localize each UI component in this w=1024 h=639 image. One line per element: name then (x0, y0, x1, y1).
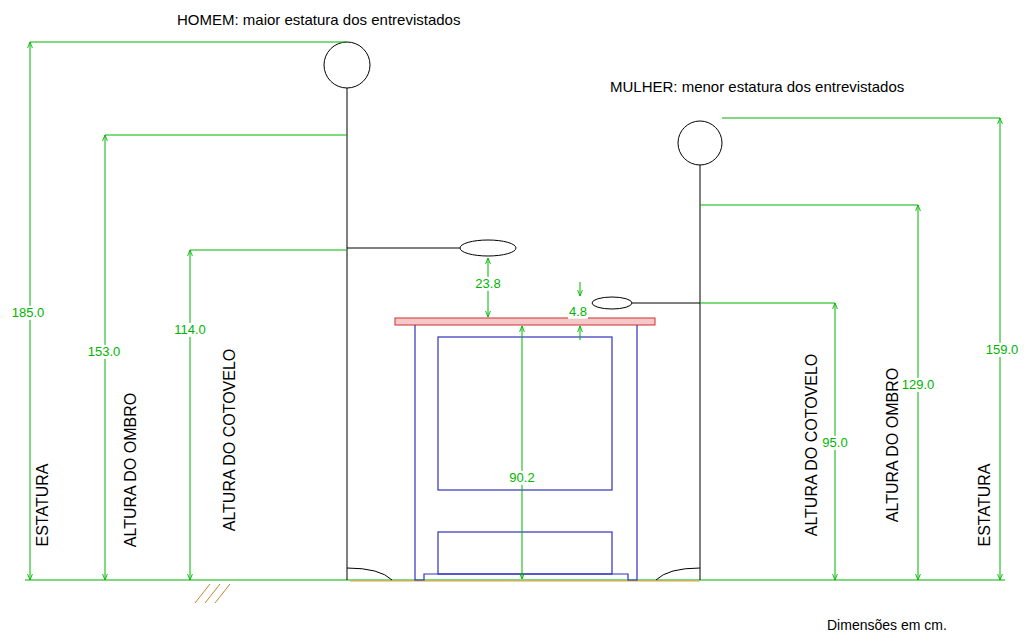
dimension-name: ALTURA DO COTOVELO (221, 349, 239, 532)
man-figure (324, 42, 516, 580)
dimension-value: 90.2 (508, 471, 535, 485)
figure-title: MULHER: menor estatura dos entrevistados (610, 79, 904, 96)
counter-cabinet (395, 318, 655, 580)
dimension-lines (30, 42, 1000, 580)
dimension-value: 23.8 (474, 277, 501, 291)
dimension-value: 4.8 (568, 305, 588, 319)
dimension-value: 159.0 (985, 343, 1020, 357)
floor-hatch (195, 584, 230, 603)
dimension-name: ESTATURA (34, 464, 52, 547)
dimension-value: 185.0 (11, 306, 46, 320)
figure-title: HOMEM: maior estatura dos entrevistados (177, 12, 460, 29)
units-note: Dimensões em cm. (827, 618, 947, 633)
dimension-name: ALTURA DO OMBRO (884, 368, 902, 522)
dimension-name: ALTURA DO COTOVELO (803, 354, 821, 537)
dimension-value: 95.0 (821, 436, 848, 450)
floor-line (350, 581, 700, 582)
dimension-value: 129.0 (901, 378, 936, 392)
dimension-name: ESTATURA (976, 464, 994, 547)
dimension-value: 153.0 (87, 345, 122, 359)
dimension-value: 114.0 (173, 323, 207, 337)
ground-line (25, 579, 1005, 580)
dimension-name: ALTURA DO OMBRO (122, 393, 140, 547)
